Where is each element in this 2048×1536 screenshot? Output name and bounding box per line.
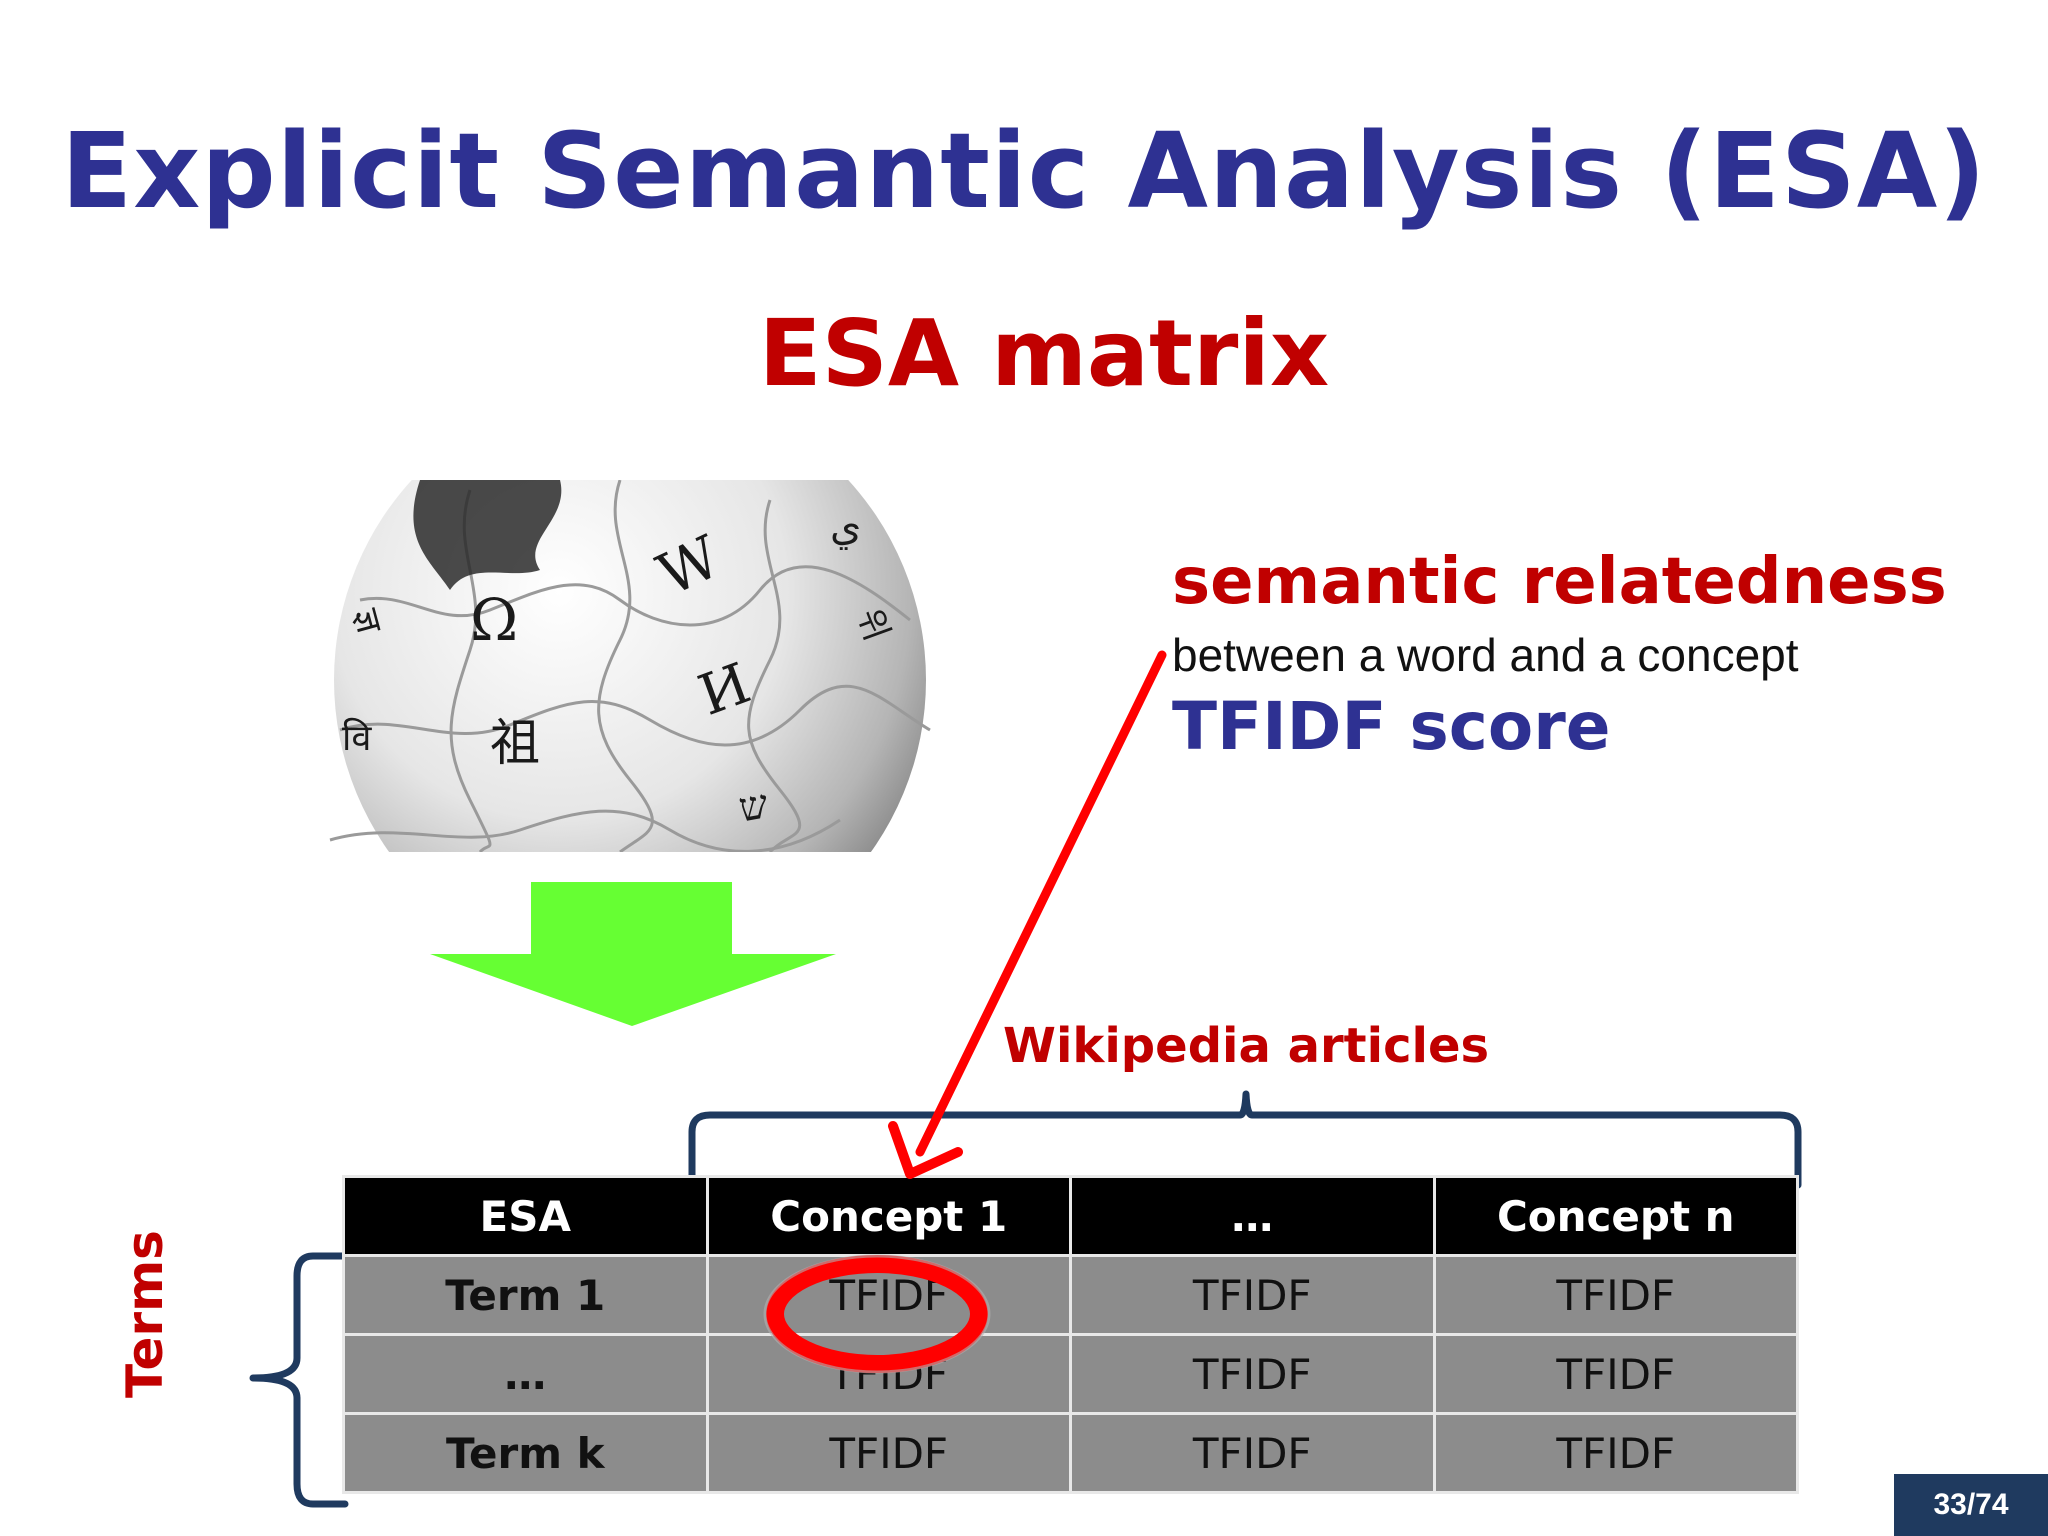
- table-cell: TFIDF: [705, 1412, 1072, 1494]
- globe-glyph-zu: 祖: [490, 714, 540, 772]
- wikipedia-globe-logo: Ω W И 祖 ज्ञ वि 위 ي ש: [329, 480, 931, 852]
- table-cell: TFIDF: [1069, 1412, 1436, 1494]
- globe-glyph-omega: Ω: [470, 586, 518, 654]
- table-row: Term 1 TFIDF TFIDF TFIDF: [342, 1254, 1799, 1336]
- table-header-row: ESA Concept 1 … Concept n: [342, 1175, 1799, 1257]
- table-cell: TFIDF: [1069, 1333, 1436, 1415]
- table-cell: TFIDF: [705, 1333, 1072, 1415]
- terms-brace-icon: [249, 1252, 349, 1508]
- highlight-circle-icon: [763, 1254, 991, 1374]
- articles-brace-icon: [688, 1090, 1802, 1189]
- tfidf-score-label: TFIDF score: [1172, 688, 1611, 765]
- header-concept-1: Concept 1: [705, 1175, 1072, 1257]
- wikipedia-articles-label: Wikipedia articles: [1003, 1018, 1490, 1074]
- row-label-ellipsis: …: [342, 1333, 709, 1415]
- down-arrow-icon: [430, 882, 836, 1026]
- slide-title: Explicit Semantic Analysis (ESA): [61, 110, 1987, 232]
- table-cell: TFIDF: [1069, 1254, 1436, 1336]
- header-ellipsis: …: [1069, 1175, 1436, 1257]
- semantic-relatedness-heading: semantic relatedness: [1172, 545, 1947, 619]
- header-concept-n: Concept n: [1432, 1175, 1799, 1257]
- row-label-term-1: Term 1: [342, 1254, 709, 1336]
- page-number-badge: 33/74: [1894, 1474, 2048, 1536]
- row-label-term-k: Term k: [342, 1412, 709, 1494]
- table-row: … TFIDF TFIDF TFIDF: [342, 1333, 1799, 1415]
- globe-glyph-vi: वि: [342, 717, 372, 759]
- table-cell: TFIDF: [1432, 1254, 1799, 1336]
- table-row: Term k TFIDF TFIDF TFIDF: [342, 1412, 1799, 1494]
- terms-label: Terms: [116, 1230, 174, 1398]
- table-cell: TFIDF: [1432, 1412, 1799, 1494]
- esa-matrix-table: ESA Concept 1 … Concept n Term 1 TFIDF T…: [342, 1175, 1799, 1494]
- globe-glyph-arabic: ي: [830, 504, 861, 550]
- slide-subtitle: ESA matrix: [758, 300, 1330, 407]
- semantic-relatedness-description: between a word and a concept: [1172, 629, 1799, 681]
- header-esa: ESA: [342, 1175, 709, 1257]
- table-cell: TFIDF: [1432, 1333, 1799, 1415]
